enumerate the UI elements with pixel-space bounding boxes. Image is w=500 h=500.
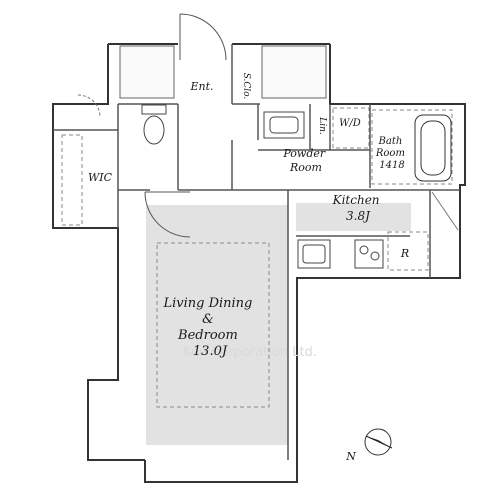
kitchen-sink (297, 239, 331, 269)
label-living: Living Dining & Bedroom 13.0J (162, 296, 256, 359)
label-wic: WIC (88, 171, 113, 184)
bathtub (414, 114, 452, 182)
outer-walls (52, 43, 466, 483)
living-dashed-outline (156, 242, 270, 408)
label-entrance: Ent. (189, 80, 213, 93)
inner-walls (53, 44, 460, 460)
label-linen: Lin. (317, 116, 327, 135)
label-bath-room: Bath Room 1418 (375, 136, 408, 171)
label-kitchen: Kitchen 3.8J (332, 193, 384, 223)
label-refrigerator: R (400, 247, 409, 260)
toilet (141, 104, 167, 145)
label-washer-dryer: W/D (339, 118, 361, 129)
entry-door (179, 13, 227, 61)
wd-dashed-outline (332, 107, 370, 149)
stove (354, 239, 384, 269)
window-units (119, 45, 327, 99)
powder-sink (263, 111, 305, 139)
wic-dashed-outline (61, 134, 83, 226)
wic-door (77, 94, 101, 118)
label-shoe-closet: S.Clo. (241, 73, 251, 100)
kitchen-floor-area (296, 203, 411, 231)
watermark: Ken Corporation Ltd. (183, 345, 317, 360)
label-powder-room: Powder Room (282, 147, 328, 174)
fridge-dashed-outline (387, 231, 429, 271)
living-floor-area (146, 205, 288, 445)
compass-north-label: N (345, 450, 356, 463)
living-door (144, 191, 191, 238)
compass-icon (364, 428, 393, 456)
kitchen-diagonal (431, 191, 459, 231)
